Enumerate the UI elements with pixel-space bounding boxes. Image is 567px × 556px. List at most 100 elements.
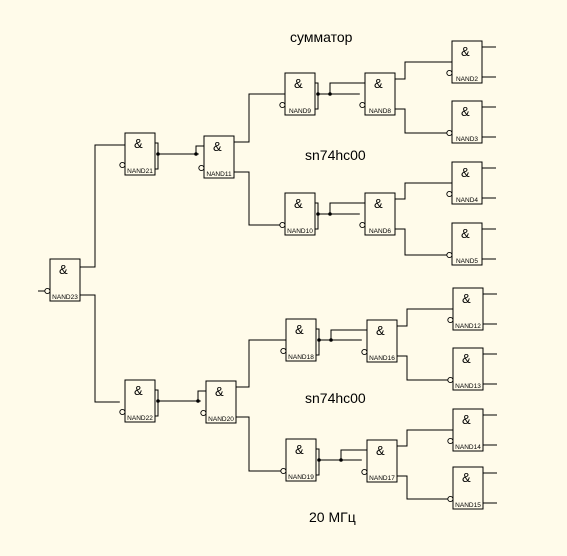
junction-dot (317, 458, 321, 462)
gate-label: NAND5 (456, 258, 478, 265)
gate-symbol: & (461, 104, 470, 119)
wire (340, 449, 367, 460)
junction-dot (196, 399, 200, 403)
gate-symbol: & (295, 442, 304, 457)
gate-label: NAND9 (289, 108, 311, 115)
gate-body (49, 258, 81, 302)
gate-symbol: & (213, 139, 222, 154)
gate-body (285, 318, 317, 362)
gate-label: NAND15 (455, 502, 481, 509)
wire (395, 182, 452, 200)
inversion-bubble (447, 495, 454, 503)
nand-gate: & NAND15 (447, 466, 484, 510)
junction-dot (316, 212, 320, 216)
wire (395, 228, 447, 256)
wire (155, 389, 159, 417)
inversion-bubble (200, 409, 207, 417)
gate-symbol: & (295, 322, 304, 337)
gate-symbol: & (134, 383, 143, 398)
gate-symbol: & (294, 76, 303, 91)
gate-body (451, 222, 483, 266)
nand-gate: & NAND18 (280, 318, 317, 362)
gate-label: NAND14 (455, 444, 481, 451)
gate-label: NAND13 (455, 383, 481, 390)
gate-label: NAND19 (288, 474, 314, 481)
gate-symbol: & (462, 291, 471, 306)
gate-body (452, 347, 484, 391)
gate-body (203, 135, 235, 179)
gate-label: NAND6 (369, 228, 391, 235)
gate-label: NAND3 (456, 136, 478, 143)
gate-symbol: & (461, 44, 470, 59)
nand-gate: &NAND16 (361, 319, 398, 363)
gate-body (451, 40, 483, 84)
inversion-bubble (359, 101, 366, 109)
wire (397, 355, 448, 381)
nand-gate: &NAND4 (446, 161, 483, 205)
wire (195, 145, 204, 154)
gate-symbol: & (462, 351, 471, 366)
inversion-bubble (359, 221, 366, 229)
junction-dot (328, 92, 332, 96)
nand-gate: & NAND22 (119, 379, 156, 423)
gate-label: NAND10 (287, 228, 313, 235)
nand-gate: &NAND10 (279, 192, 316, 236)
inversion-bubble (447, 437, 454, 445)
inversion-bubble (280, 347, 287, 355)
inversion-bubble (361, 348, 368, 356)
nand-gate: &NAND6 (359, 192, 396, 236)
wire (234, 171, 280, 226)
gate-body (366, 439, 398, 483)
wire (316, 328, 320, 356)
gate-label: NAND21 (127, 168, 153, 175)
junction-dot (316, 92, 320, 96)
inversion-bubble (198, 164, 205, 172)
gate-body (284, 192, 316, 236)
nand-gate: &NAND8 (359, 72, 396, 116)
wire (236, 339, 286, 388)
junction-dot (339, 458, 343, 462)
gate-symbol: & (376, 443, 385, 458)
inversion-bubble (446, 69, 453, 77)
inversion-bubble (446, 251, 453, 259)
gate-symbol: & (461, 165, 470, 180)
inversion-bubble (361, 468, 368, 476)
wire (316, 448, 320, 476)
gate-symbol: & (134, 136, 143, 151)
gate-symbol: & (462, 470, 471, 485)
wire (329, 202, 365, 214)
junction-dot (194, 152, 198, 156)
nand-gate: &NAND11 (198, 135, 235, 179)
inversion-bubble (446, 190, 453, 198)
junction-dot (317, 338, 321, 342)
wire (397, 429, 453, 447)
junction-dot (329, 338, 333, 342)
gate-label: NAND12 (455, 323, 481, 330)
inversion-bubble (44, 287, 51, 295)
junction-dot (156, 399, 160, 403)
gate-label: NAND18 (288, 354, 314, 361)
gate-body (451, 161, 483, 205)
nand-gate: &NAND17 (361, 439, 398, 483)
gate-label: NAND8 (369, 108, 391, 115)
wire (155, 142, 159, 170)
gate-body (124, 132, 156, 176)
nand-gate: &NAND14 (447, 408, 484, 452)
gate-symbol: & (215, 384, 224, 399)
wire (80, 294, 120, 403)
wire (197, 390, 206, 401)
nand-gate: & NAND21 (119, 132, 156, 176)
wire (395, 108, 447, 134)
gate-body (364, 72, 396, 116)
nand-gate: & NAND9 (279, 72, 316, 116)
frequency-label: 20 МГц (309, 509, 356, 525)
wire (315, 82, 319, 110)
gate-body (452, 287, 484, 331)
gate-label: NAND22 (127, 415, 153, 422)
nand-gate: &NAND23 (44, 258, 81, 302)
nand-gate: & NAND19 (280, 438, 317, 482)
nand-gate: & NAND13 (447, 347, 484, 391)
gate-body (451, 100, 483, 144)
